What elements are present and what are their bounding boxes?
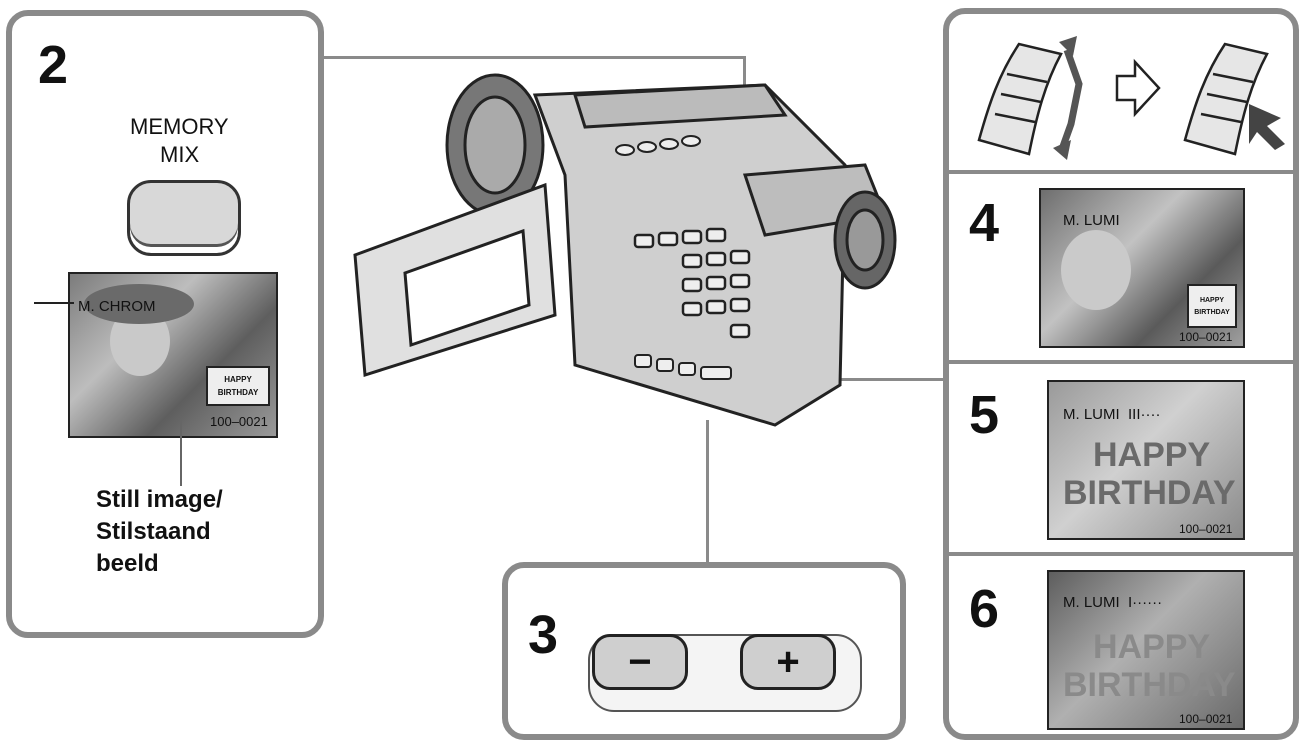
step-5-number: 5 [969, 385, 1000, 445]
girl-face-shape [1061, 230, 1131, 310]
file-number: 100–0021 [1179, 522, 1233, 536]
step-number: 3 [528, 605, 559, 665]
side-button [633, 233, 655, 249]
hat-shape [84, 284, 194, 324]
connector-line-right [828, 378, 948, 381]
divider [949, 552, 1293, 556]
plus-button[interactable]: + [740, 634, 836, 690]
connector-line-top [322, 56, 746, 59]
memory-mix-button[interactable] [127, 180, 241, 256]
right-steps-column: 4 M. LUMI HAPPY BIRTHDAY 100–0021 5 M. L… [943, 8, 1299, 740]
file-number: 100–0021 [1179, 712, 1233, 726]
caption-pointer-line [180, 420, 182, 486]
step-6-preview: M. LUMI I······ HAPPY BIRTHDAY 100–0021 [1047, 570, 1245, 730]
button-label-memory: MEMORY [130, 114, 229, 139]
osd-text: M. LUMI I······ [1063, 594, 1163, 611]
camcorder-illustration [353, 73, 897, 427]
step-3-panel: 3 − + [502, 562, 906, 740]
big-text-line-1: HAPPY [1093, 436, 1211, 474]
button-label-mix: MIX [160, 142, 200, 167]
control-dial-section [949, 14, 1293, 170]
osd-text: M. LUMI [1063, 212, 1120, 229]
caption-line-2: Stilstaand [96, 518, 211, 545]
big-text-line-2: BIRTHDAY [1063, 666, 1236, 704]
caption-line-3: beeld [96, 550, 159, 577]
osd-pointer-line [34, 302, 74, 304]
step-5-preview: M. LUMI III···· HAPPY BIRTHDAY 100–0021 [1047, 380, 1245, 540]
right-arrow-icon [1115, 58, 1161, 118]
plus-label: + [776, 639, 800, 684]
step-6-number: 6 [969, 579, 1000, 639]
inset-line-1: HAPPY [1199, 297, 1225, 304]
divider [949, 360, 1293, 364]
minus-button[interactable]: − [592, 634, 688, 690]
step-number: 2 [38, 35, 69, 95]
press-arrow-icon [1249, 104, 1285, 150]
inset-card: HAPPY BIRTHDAY [1187, 284, 1237, 328]
step-4-number: 4 [969, 193, 1000, 253]
caption-line-1: Still image/ [96, 486, 223, 513]
minus-label: − [628, 639, 652, 684]
big-text-line-2: BIRTHDAY [1063, 474, 1236, 512]
file-number: 100–0021 [1179, 330, 1233, 344]
inset-card: HAPPY BIRTHDAY [206, 366, 270, 406]
big-text-line-1: HAPPY [1093, 628, 1211, 666]
divider [949, 170, 1293, 174]
control-dial-diagram [977, 36, 1285, 160]
inset-line-2: BIRTHDAY [217, 388, 259, 397]
step-4-preview: M. LUMI HAPPY BIRTHDAY 100–0021 [1039, 188, 1245, 348]
file-number: 100–0021 [210, 414, 268, 429]
rotate-arrow [1057, 48, 1083, 154]
still-image-preview: M. CHROM HAPPY BIRTHDAY 100–0021 [68, 272, 278, 438]
osd-text: M. CHROM [78, 298, 156, 315]
osd-text: M. LUMI III···· [1063, 406, 1161, 423]
inset-line-1: HAPPY [224, 375, 252, 384]
inset-line-2: BIRTHDAY [1194, 309, 1230, 316]
step-2-panel: 2 MEMORY MIX M. CHROM HAPPY BIRTHDAY 100… [6, 10, 324, 638]
connector-line-step3 [706, 420, 709, 562]
